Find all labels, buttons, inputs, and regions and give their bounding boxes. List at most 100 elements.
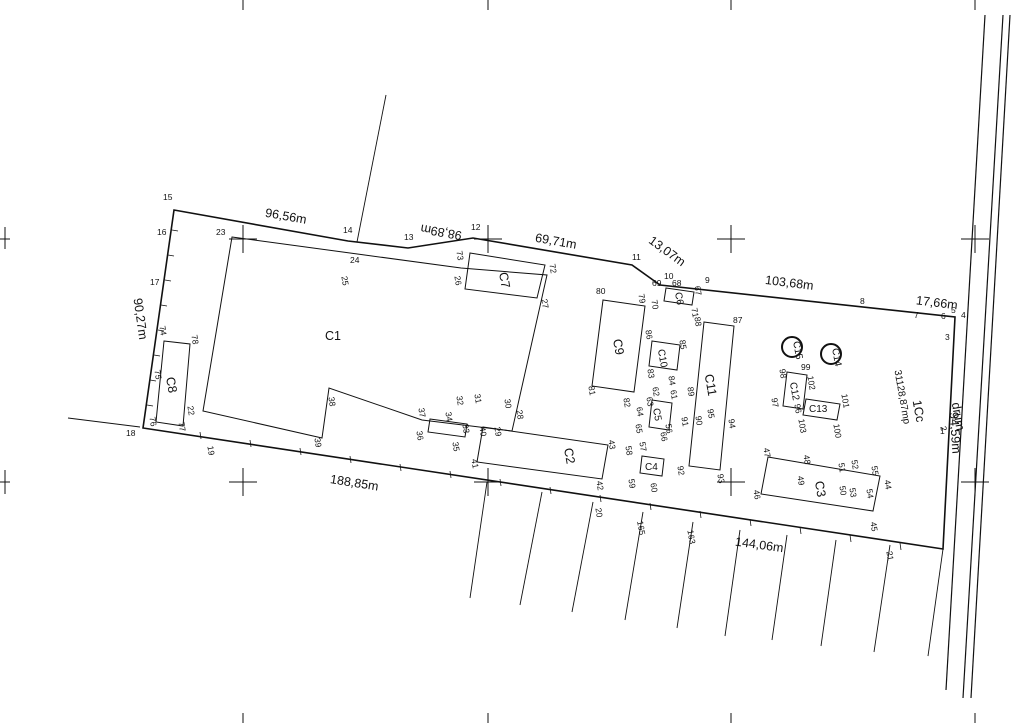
point-label: 49 <box>795 475 807 486</box>
point-label: 64 <box>634 406 646 417</box>
point-label: 82 <box>621 397 633 408</box>
building-label-c15: C15 <box>790 340 804 360</box>
point-label: 14 <box>343 225 353 235</box>
point-label: 86 <box>643 329 655 340</box>
point-label: 8 <box>860 296 865 306</box>
building-label-c10: C10 <box>655 348 669 368</box>
building-label-c12: C12 <box>787 381 801 401</box>
point-label: 77 <box>176 421 188 432</box>
building-c1-outline <box>202 236 548 439</box>
point-label: 78 <box>189 334 201 345</box>
point-label: 68 <box>672 278 682 288</box>
point-label: 24 <box>350 255 360 265</box>
point-label: 66 <box>658 431 670 442</box>
dim-north-e: 103,68m <box>764 273 814 293</box>
point-label: 5 <box>951 305 956 315</box>
point-label: 23 <box>216 227 226 237</box>
dim-north-d: 13,07m <box>646 233 688 269</box>
building-c15-circle <box>781 336 803 358</box>
parcel-code: 1Cc <box>910 399 928 423</box>
point-label: 26 <box>452 275 464 286</box>
point-label: 2 <box>938 425 949 432</box>
point-label: 30 <box>502 398 514 409</box>
point-label: 46 <box>751 489 763 500</box>
point-label: 13 <box>404 232 414 242</box>
point-label: 34 <box>443 411 455 422</box>
parcel-area: 31128,87mp <box>891 369 911 425</box>
point-label: 15 <box>163 192 173 202</box>
point-label: 97 <box>769 397 781 408</box>
point-label: 7 <box>914 310 919 320</box>
dim-north-a: 96,56m <box>264 206 308 227</box>
building-c13-outline <box>802 398 841 421</box>
building-c4-outline <box>639 455 665 477</box>
point-label: 56 <box>663 423 675 434</box>
point-label: 28 <box>514 409 526 420</box>
grid-crosses <box>229 225 989 496</box>
point-label: 88 <box>692 316 704 327</box>
point-label: 63 <box>644 396 656 407</box>
point-label: 100 <box>831 423 843 439</box>
point-label: 81 <box>586 385 598 396</box>
point-label: 36 <box>414 430 426 441</box>
point-label: 9 <box>705 275 710 285</box>
road-label: drum <box>949 401 968 431</box>
point-label: 40 <box>477 426 489 437</box>
point-label: 22 <box>185 405 197 416</box>
point-label: 91 <box>679 416 691 427</box>
point-label: 6 <box>941 311 946 321</box>
point-label: 32 <box>454 395 466 406</box>
point-label: 74 <box>157 325 169 336</box>
point-label: 92 <box>675 465 687 476</box>
point-label: 1 <box>940 426 945 436</box>
point-label: 163 <box>685 529 697 545</box>
point-label: 76 <box>147 416 159 427</box>
point-label: 20 <box>593 507 605 518</box>
dim-south-a: 188,85m <box>329 472 379 493</box>
point-label: 57 <box>637 441 649 452</box>
building-label-c11: C11 <box>702 373 720 397</box>
point-label: 69 <box>652 278 662 288</box>
point-label: 99 <box>801 362 811 372</box>
boundary-hatch <box>146 229 902 551</box>
point-label: 37 <box>416 407 428 418</box>
building-c14-circle <box>820 343 842 365</box>
point-label: 47 <box>761 447 773 458</box>
point-label: 103 <box>796 418 808 434</box>
building-label-c6: C6 <box>672 291 685 306</box>
building-label-c9: C9 <box>610 338 627 356</box>
point-label: 73 <box>454 250 466 261</box>
building-c3-outline <box>760 456 881 512</box>
building-label-c7: C7 <box>496 271 513 289</box>
building-c12-outline <box>782 371 808 410</box>
building-label-c2: C2 <box>561 447 578 465</box>
point-label: 75 <box>152 369 164 380</box>
point-label: 60 <box>648 482 660 493</box>
point-label: 61 <box>668 389 680 400</box>
point-label: 79 <box>636 293 648 304</box>
point-label: 16 <box>157 227 167 237</box>
point-label: 55 <box>869 465 881 476</box>
point-label: 93 <box>715 473 727 484</box>
point-label: 48 <box>801 454 813 465</box>
building-label-c14: C14 <box>829 347 843 367</box>
building-c2-outline <box>476 426 609 480</box>
point-label: 89 <box>685 386 697 397</box>
point-label: 83 <box>645 368 657 379</box>
point-label: 43 <box>606 439 618 450</box>
building-label-c3: C3 <box>812 480 829 498</box>
point-label: 85 <box>677 339 689 350</box>
point-label: 102 <box>805 375 817 391</box>
point-label: 42 <box>594 480 606 491</box>
point-label: 19 <box>205 445 217 456</box>
point-label: 95 <box>705 408 717 419</box>
point-label: 17 <box>150 277 160 287</box>
point-label: 38 <box>326 396 338 407</box>
point-label: 62 <box>650 386 662 397</box>
point-label: 71 <box>689 307 701 318</box>
point-label: 39 <box>312 437 324 448</box>
dim-south-b: 144,06m <box>734 535 784 556</box>
point-label: 67 <box>692 285 704 296</box>
frame-ticks <box>0 0 976 723</box>
